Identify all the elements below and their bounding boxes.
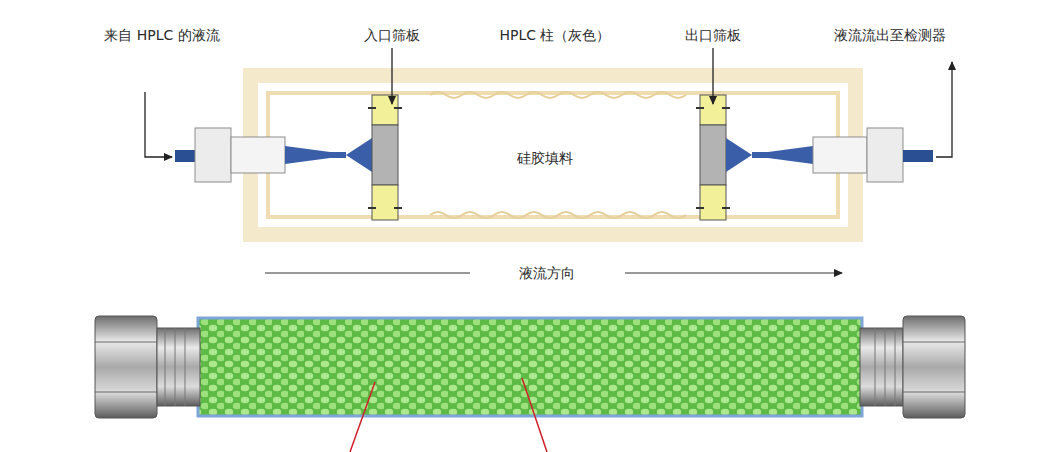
direction-label: 液流方向: [516, 265, 578, 282]
part-name: 硅胶填料: [517, 150, 573, 167]
part-name: 入口筛板: [364, 27, 420, 44]
flow-out-label: 液流流出至检测器: [834, 27, 946, 44]
part-name: HPLC 柱（灰色）: [500, 27, 611, 44]
part-name: 出口筛板: [685, 27, 741, 44]
flow-in-label: 来自 HPLC 的液流: [104, 27, 219, 44]
